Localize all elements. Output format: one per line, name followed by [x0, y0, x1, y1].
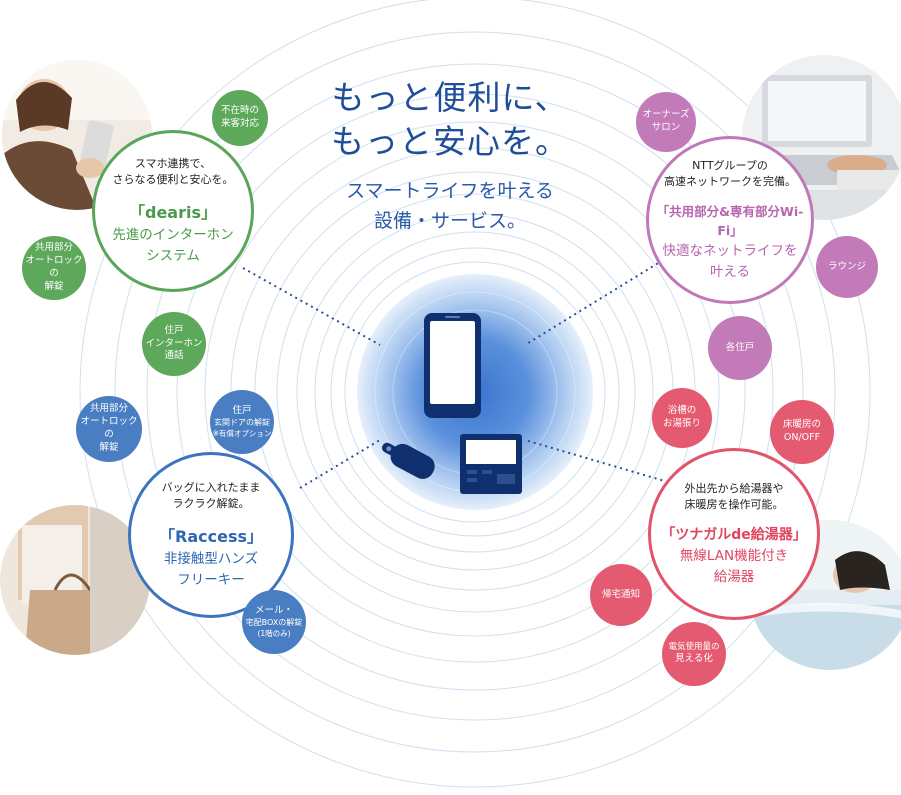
headline-sub-1: スマートライフを叶える: [346, 180, 554, 203]
raccess-lock-3: 解錠: [99, 441, 119, 453]
wifi-circle: NTTグループの 高速ネットワークを完備。 「共用部分&専有部分Wi-Fi」 快…: [646, 136, 814, 304]
heater-floor-heating-badge: 床暖房の ON/OFF: [770, 400, 834, 464]
heater-power-1: 電気使用量の: [668, 641, 720, 652]
heater-pdesc-1: 無線LAN機能付き: [679, 547, 789, 564]
wifi-pdesc-1: 快適なネットライフを: [662, 242, 798, 259]
wifi-salon-1: オーナーズ: [642, 109, 690, 121]
heater-power-usage-badge: 電気使用量の 見える化: [662, 622, 726, 686]
raccess-door-unlock-badge: 住戸 玄関ドアの解錠 ※有償オプション: [210, 390, 274, 454]
headline-line-2: もっと安心を。: [331, 121, 569, 161]
raccess-pdesc-2: フリーキー: [177, 571, 245, 588]
dearis-call-1: 住戸: [164, 324, 184, 336]
dearis-intercom-call-badge: 住戸 インターホン 通話: [142, 312, 206, 376]
wifi-each-unit-badge: 各住戸: [708, 316, 772, 380]
raccess-product-description: 非接触型ハンズ フリーキー: [164, 549, 258, 591]
raccess-desc-2: ラクラク解錠。: [172, 497, 250, 511]
dearis-product-name: 「dearis」: [128, 202, 217, 222]
key-fob-icon: [382, 442, 435, 479]
wifi-unit-1: 各住戸: [725, 341, 755, 353]
wifi-product-name: 「共用部分&専有部分Wi-Fi」: [656, 203, 804, 238]
dearis-lock-1: 共用部分: [34, 242, 73, 254]
dearis-description: スマホ連携で、 さらなる便利と安心を。: [113, 156, 234, 189]
raccess-door-2: 玄関ドアの解錠: [214, 417, 270, 427]
raccess-door-note: ※有償オプション: [212, 428, 272, 438]
raccess-mailbox-badge: メール・ 宅配BOXの解錠 (1階のみ): [242, 590, 306, 654]
wifi-salon-2: サロン: [651, 122, 681, 133]
raccess-mail-2: 宅配BOXの解錠: [245, 617, 303, 627]
heater-desc-2: 床暖房を操作可能。: [684, 498, 784, 512]
dearis-pdesc-1: 先進のインターホン: [112, 226, 234, 243]
dearis-common-lock-badge: 共用部分 オートロックの 解錠: [22, 236, 86, 300]
dearis-lock-3: 解錠: [44, 280, 64, 292]
dearis-desc-2: さらなる便利と安心を。: [112, 173, 234, 187]
heater-pdesc-2: 給湯器: [713, 568, 755, 585]
raccess-door-1: 住戸: [232, 405, 252, 417]
headline-line-1: もっと便利に、: [331, 78, 569, 117]
dearis-call-2: インターホン: [145, 337, 203, 349]
smartphone-icon: [424, 313, 481, 418]
wifi-owners-salon-badge: オーナーズ サロン: [636, 92, 696, 152]
dearis-absent-visitor-badge: 不在時の 来客対応: [212, 90, 268, 146]
intercom-panel-icon: [460, 434, 522, 494]
heater-home-notify-badge: 帰宅通知: [590, 564, 652, 626]
heater-floor-1: 床暖房の: [782, 419, 821, 431]
dearis-pdesc-2: システム: [146, 247, 200, 264]
wifi-desc-1: NTTグループの: [692, 158, 768, 172]
raccess-product-name: 「Raccess」: [159, 526, 263, 546]
wifi-lounge-badge: ラウンジ: [816, 236, 878, 298]
heater-product-name: 「ツナガルde給湯器」: [661, 526, 807, 543]
ring-group: [79, 0, 871, 788]
dearis-desc-1: スマホ連携で、: [134, 156, 212, 170]
heater-bath-fill-badge: 浴槽の お湯張り: [652, 388, 712, 448]
heater-desc-1: 外出先から給湯器や: [684, 481, 784, 495]
raccess-common-lock-badge: 共用部分 オートロックの 解錠: [76, 396, 142, 462]
raccess-mail-1: メール・: [254, 605, 293, 617]
dearis-circle: スマホ連携で、 さらなる便利と安心を。 「dearis」 先進のインターホン シ…: [92, 130, 254, 292]
headline-sub-2: 設備・サービス。: [373, 209, 526, 232]
wifi-description: NTTグループの 高速ネットワークを完備。: [664, 158, 796, 191]
heater-bath-2: お湯張り: [662, 418, 701, 429]
wifi-desc-2: 高速ネットワークを完備。: [664, 175, 796, 189]
dearis-product-description: 先進のインターホン システム: [112, 225, 234, 267]
wifi-product-description: 快適なネットライフを 叶える: [663, 241, 798, 283]
dearis-absent-1: 不在時の: [220, 105, 259, 117]
wifi-pdesc-2: 叶える: [709, 263, 751, 280]
dearis-lock-2: オートロックの: [25, 255, 83, 279]
connector-lines: [242, 256, 669, 489]
raccess-description: バッグに入れたまま ラクラク解錠。: [162, 480, 261, 513]
heater-description: 外出先から給湯器や 床暖房を操作可能。: [685, 481, 784, 514]
heater-product-description: 無線LAN機能付き 給湯器: [680, 546, 788, 588]
dearis-call-3: 通話: [164, 350, 184, 362]
heater-home-1: 帰宅通知: [601, 588, 640, 600]
headline-subtitle: スマートライフを叶える 設備・サービス。: [300, 177, 600, 236]
heater-bath-1: 浴槽の: [667, 405, 697, 417]
raccess-pdesc-1: 非接触型ハンズ: [163, 550, 259, 567]
heater-power-2: 見える化: [675, 653, 713, 665]
heater-floor-2: ON/OFF: [783, 432, 821, 443]
wifi-lounge-1: ラウンジ: [827, 260, 866, 272]
headline: もっと便利に、 もっと安心を。 スマートライフを叶える 設備・サービス。: [300, 76, 600, 236]
raccess-mail-note: (1階のみ): [257, 628, 291, 638]
raccess-lock-2: オートロックの: [80, 416, 138, 440]
photo-woman-bag: [0, 505, 150, 655]
dearis-absent-2: 来客対応: [220, 118, 259, 129]
raccess-lock-1: 共用部分: [89, 403, 128, 415]
heater-circle: 外出先から給湯器や 床暖房を操作可能。 「ツナガルde給湯器」 無線LAN機能付…: [648, 448, 820, 620]
raccess-desc-1: バッグに入れたまま: [161, 480, 261, 494]
